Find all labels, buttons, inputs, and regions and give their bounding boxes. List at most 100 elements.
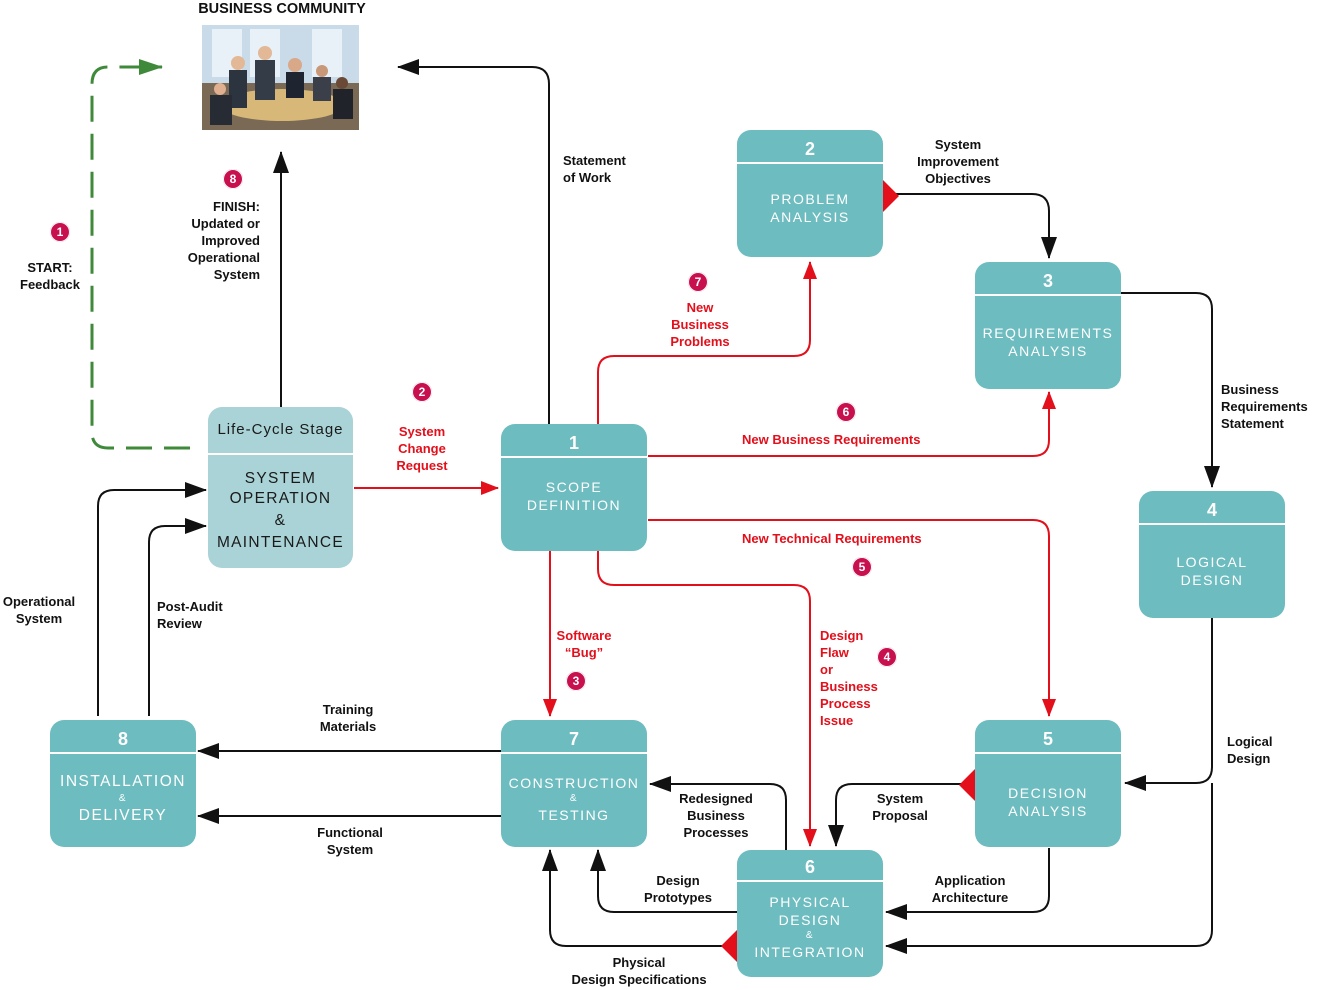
- label-training-materials: Training Materials: [316, 701, 380, 735]
- phase-name: CONSTRUCTION & TESTING: [501, 754, 647, 824]
- phase-name-line: ANALYSIS: [1008, 343, 1088, 359]
- label-finish: FINISH: Updated or Improved Operational …: [180, 198, 260, 283]
- label-line: or: [820, 662, 833, 677]
- label-line: Business: [1221, 382, 1279, 397]
- phase-name-line: ANALYSIS: [1008, 803, 1088, 819]
- phase-divider: [1139, 523, 1285, 525]
- label-line: Materials: [319, 719, 377, 734]
- label-system-change-request: System Change Request: [386, 423, 458, 474]
- phase-name-line: SCOPE: [545, 479, 603, 495]
- label-statement-of-work: Statement of Work: [563, 152, 626, 186]
- label-system-improvement-objectives: System Improvement Objectives: [912, 136, 1004, 187]
- label-line: New: [686, 300, 714, 315]
- phase-7-construction-testing[interactable]: 7 CONSTRUCTION & TESTING: [501, 720, 647, 847]
- label-line: Redesigned: [679, 791, 753, 806]
- phase-divider: [975, 752, 1121, 754]
- label-line: FINISH:: [213, 199, 260, 214]
- stage-body: SYSTEM OPERATION & MAINTENANCE: [208, 455, 353, 553]
- label-line: Operational: [2, 594, 76, 609]
- phase-name-line: INSTALLATION: [60, 773, 186, 790]
- phase-6-physical-design-integration[interactable]: 6 PHYSICAL DESIGN & INTEGRATION: [737, 850, 883, 977]
- phase-divider: [501, 456, 647, 458]
- label-software-bug: Software “Bug”: [554, 627, 614, 661]
- phase-name-line: &: [118, 793, 128, 804]
- phase-name-line: DECISION: [1008, 785, 1088, 801]
- label-post-audit-review: Post-Audit Review: [157, 598, 223, 632]
- label-new-technical-requirements: New Technical Requirements: [742, 531, 922, 546]
- label-line: Improvement: [917, 154, 999, 169]
- label-new-business-problems: New Business Problems: [664, 299, 736, 350]
- label-line: Objectives: [925, 171, 991, 186]
- phase-divider: [501, 752, 647, 754]
- label-physical-design-specifications: Physical Design Specifications: [566, 954, 712, 988]
- phase-number: 5: [1042, 729, 1053, 749]
- label-line: Design Specifications: [571, 972, 707, 987]
- badge-6: 6: [836, 402, 856, 422]
- label-operational-system: Operational System: [2, 593, 76, 627]
- label-business-requirements-statement: Business Requirements Statement: [1221, 381, 1308, 432]
- phase-name: LOGICAL DESIGN: [1139, 525, 1285, 589]
- phase-number: 2: [804, 139, 815, 159]
- label-line: Application: [934, 873, 1006, 888]
- phase-5-decision-analysis[interactable]: 5 DECISION ANALYSIS: [975, 720, 1121, 847]
- phase-name-line: PHYSICAL: [769, 894, 851, 910]
- label-line: Statement: [563, 153, 626, 168]
- label-line: Architecture: [931, 890, 1009, 905]
- label-line: Software: [556, 628, 612, 643]
- stage-line: OPERATION: [229, 490, 332, 507]
- label-line: Requirements: [1221, 399, 1308, 414]
- label-logical-design: Logical Design: [1227, 733, 1273, 767]
- label-line: Physical: [612, 955, 666, 970]
- phase-4-logical-design[interactable]: 4 LOGICAL DESIGN: [1139, 491, 1285, 618]
- phase-number: 4: [1206, 500, 1217, 520]
- stage-line: &: [274, 512, 287, 529]
- phase-1-scope-definition[interactable]: 1 SCOPE DEFINITION: [501, 424, 647, 551]
- label-design-prototypes: Design Prototypes: [640, 872, 716, 906]
- label-new-business-requirements: New Business Requirements: [742, 432, 921, 447]
- stage-divider: [208, 453, 353, 455]
- stage-system-operation-maintenance[interactable]: Life-Cycle Stage SYSTEM OPERATION & MAIN…: [208, 407, 353, 568]
- phase-name-line: DESIGN: [1180, 572, 1244, 588]
- label-line: System: [934, 137, 982, 152]
- label-line: “Bug”: [564, 645, 604, 660]
- business-meeting-photo: [202, 25, 359, 130]
- label-line: Feedback: [20, 277, 80, 292]
- badge-4: 4: [877, 647, 897, 667]
- label-functional-system: Functional System: [314, 824, 386, 858]
- badge-2: 2: [412, 382, 432, 402]
- label-line: Logical: [1227, 734, 1273, 749]
- label-line: Flaw: [820, 645, 849, 660]
- phase-3-requirements-analysis[interactable]: 3 REQUIREMENTS ANALYSIS: [975, 262, 1121, 389]
- phase-name-line: DELIVERY: [78, 807, 168, 824]
- label-line: Post-Audit: [157, 599, 223, 614]
- phase-8-installation-delivery[interactable]: 8 INSTALLATION & DELIVERY: [50, 720, 196, 847]
- label-line: Training: [322, 702, 374, 717]
- label-line: Improved: [201, 233, 260, 248]
- label-system-proposal: System Proposal: [868, 790, 932, 824]
- phase-number: 8: [117, 729, 128, 749]
- phase-number: 7: [568, 729, 579, 749]
- label-line: Statement: [1221, 416, 1284, 431]
- label-line: Process: [820, 696, 871, 711]
- label-line: System: [326, 842, 374, 857]
- label-application-architecture: Application Architecture: [926, 872, 1014, 906]
- label-line: Updated or: [191, 216, 260, 231]
- label-line: System: [398, 424, 446, 439]
- phase-divider: [50, 752, 196, 754]
- phase-name-line: REQUIREMENTS: [982, 325, 1114, 341]
- phase-name-line: &: [805, 930, 815, 941]
- phase-name-line: ANALYSIS: [770, 209, 850, 225]
- phase-name-line: INTEGRATION: [754, 944, 866, 960]
- label-line: Proposal: [872, 808, 928, 823]
- label-line: of Work: [563, 170, 612, 185]
- stage-heading: Life-Cycle Stage: [217, 421, 344, 438]
- label-line: Request: [396, 458, 448, 473]
- phase-name: PHYSICAL DESIGN & INTEGRATION: [737, 882, 883, 961]
- phase-2-problem-analysis[interactable]: 2 PROBLEM ANALYSIS: [737, 130, 883, 257]
- phase-name-line: DESIGN: [778, 912, 842, 928]
- phase-divider: [975, 294, 1121, 296]
- badge-1: 1: [50, 222, 70, 242]
- label-line: Issue: [820, 713, 854, 728]
- phase-number: 1: [568, 433, 579, 453]
